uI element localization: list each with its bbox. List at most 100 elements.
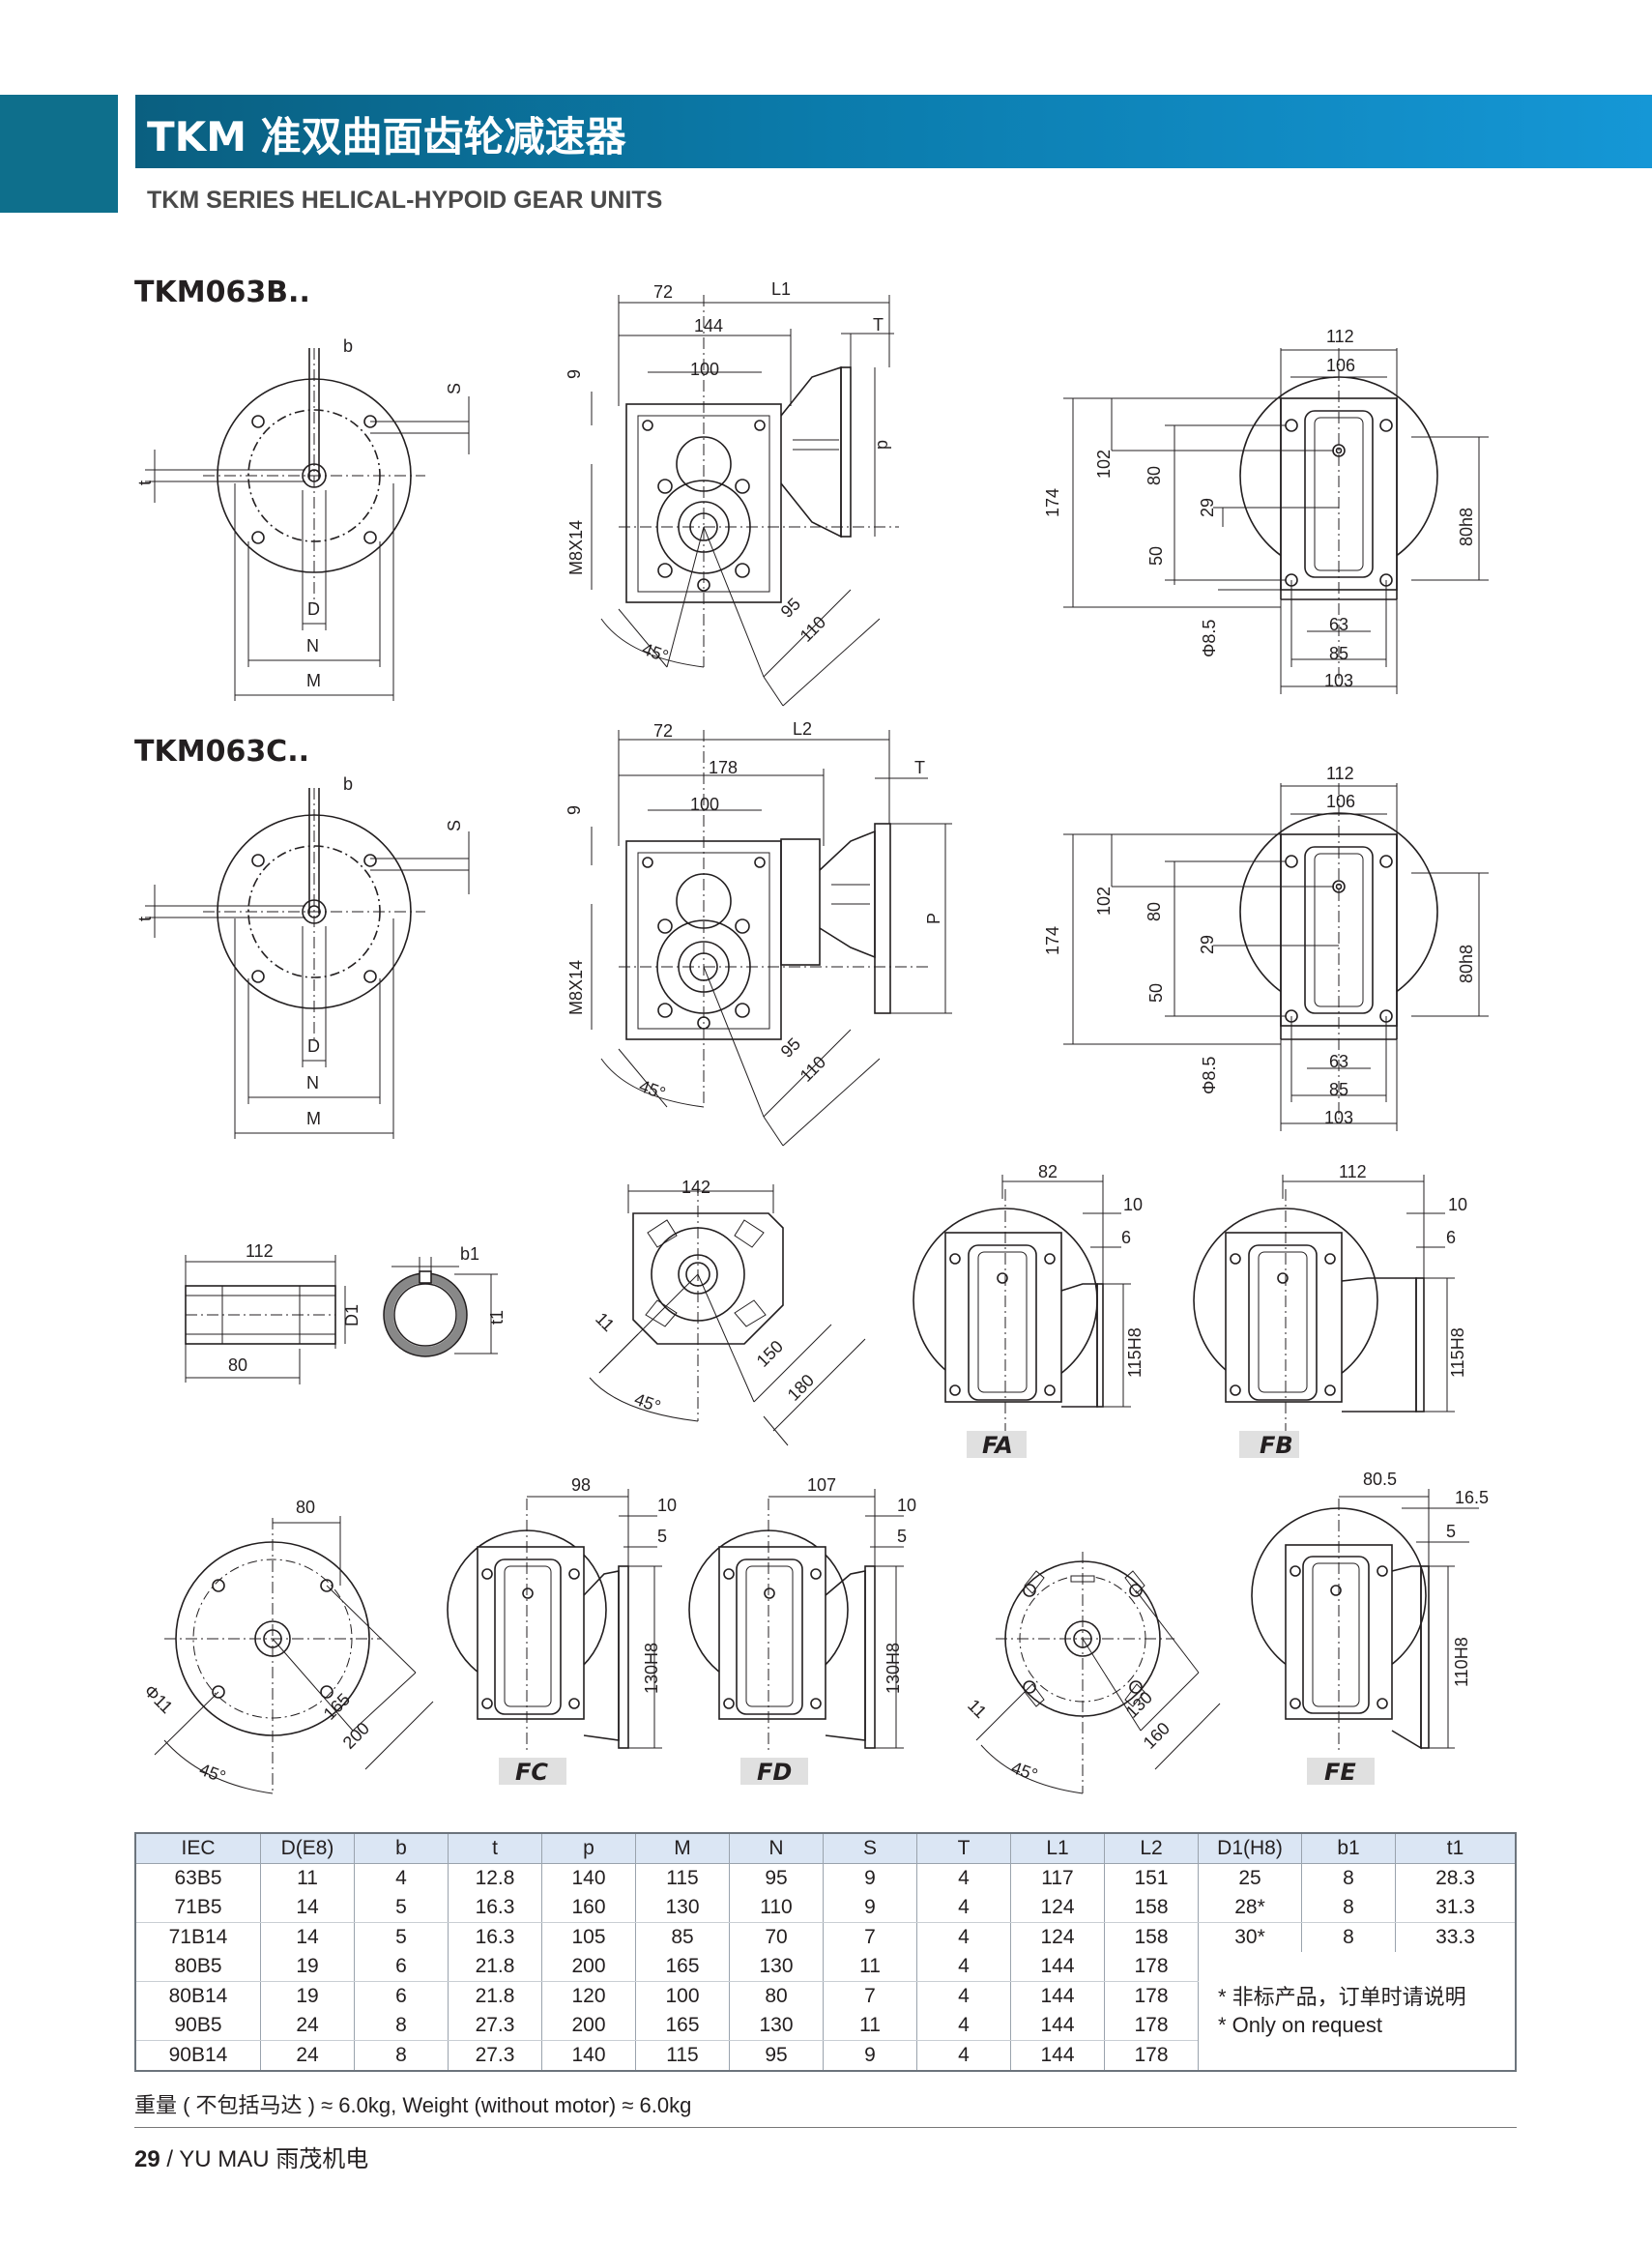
tag-fc-bg (499, 1758, 566, 1785)
output-flange-large (154, 1516, 434, 1794)
dim-9-b: 9 (565, 369, 584, 379)
cell: 200 (541, 2011, 636, 2041)
cell: 4 (916, 2040, 1011, 2071)
col-iec: IEC (134, 1832, 261, 1864)
dim-5-fd: 5 (897, 1527, 907, 1546)
dim-l2: L2 (793, 719, 812, 739)
tag-fd-bg (740, 1758, 808, 1785)
tag-fe-bg (1307, 1758, 1375, 1785)
cell: 140 (541, 2040, 636, 2071)
dim-80-flange: 80 (296, 1498, 315, 1517)
cell: 144 (1010, 1952, 1105, 1982)
col-t: t (448, 1832, 542, 1864)
dim-10-fa: 10 (1123, 1195, 1143, 1214)
cell: 19 (260, 1952, 355, 1982)
cell: 144 (1010, 2011, 1105, 2041)
cell: 24 (260, 2040, 355, 2071)
dim-142: 142 (681, 1178, 710, 1197)
cell: 4 (916, 1922, 1011, 1952)
cell: 130 (635, 1893, 730, 1923)
dim-D1: D1 (342, 1304, 362, 1326)
dim-45-b: 45° (640, 639, 671, 666)
cell: 31.3 (1395, 1893, 1517, 1923)
cell: 28.3 (1395, 1863, 1517, 1893)
cell: 124 (1010, 1893, 1105, 1923)
cell: 30* (1198, 1922, 1302, 1952)
cell: 140 (541, 1863, 636, 1893)
dim-6-fa: 6 (1121, 1228, 1131, 1247)
cell: 71B14 (134, 1922, 261, 1952)
dim-s-c: S (445, 820, 464, 831)
page-title: TKM 准双曲面齿轮减速器 (147, 113, 626, 160)
dim-t-b: T (873, 315, 884, 335)
torque-arm-view (589, 1184, 866, 1446)
tag-fa-bg (967, 1431, 1027, 1458)
table-note: * 非标产品，订单时请说明 * Only on request (1198, 1952, 1517, 2072)
dim-d-c: D (307, 1036, 320, 1056)
col-de8: D(E8) (260, 1832, 355, 1864)
cell: 4 (354, 1863, 449, 1893)
col-d1: D1(H8) (1198, 1832, 1302, 1864)
cell: 9 (823, 2040, 917, 2071)
cell: 90B14 (134, 2040, 261, 2071)
footer-brand: YU MAU 雨茂机电 (179, 2146, 369, 2172)
dim-d: D (307, 599, 320, 619)
gearbox-end-b (1063, 348, 1489, 694)
cell: 158 (1104, 1893, 1199, 1923)
gearbox-side-b (591, 295, 899, 707)
col-l2: L2 (1104, 1832, 1199, 1864)
cell: 100 (635, 1981, 730, 2011)
cell: 5 (354, 1922, 449, 1952)
cell: 33.3 (1395, 1922, 1517, 1952)
col-tt: T (916, 1832, 1011, 1864)
dim-phi85-b: Φ8.5 (1200, 620, 1219, 657)
footer: 29 / YU MAU 雨茂机电 (134, 2140, 368, 2173)
cell: 80B5 (134, 1952, 261, 1982)
dim-t: t (135, 481, 155, 485)
dim-t-c2: T (914, 758, 925, 777)
tag-fe: FE (1324, 1759, 1356, 1786)
cell: 144 (1010, 2040, 1105, 2071)
dim-178: 178 (709, 758, 738, 777)
dim-10-fc: 10 (657, 1496, 677, 1515)
dim-5-fc: 5 (657, 1527, 667, 1546)
dim-174-c: 174 (1043, 926, 1062, 955)
cell: 21.8 (448, 1981, 542, 2011)
weight-note: 重量 ( 不包括马达 ) ≈ 6.0kg, Weight (without mo… (134, 2093, 692, 2117)
dim-110-c: 110 (797, 1052, 829, 1085)
flange-fa-view (913, 1175, 1131, 1431)
dim-t1: t1 (487, 1310, 507, 1325)
cell: 80 (729, 1981, 824, 2011)
dim-72-c: 72 (653, 721, 673, 741)
dim-50-c: 50 (1146, 983, 1166, 1003)
cell: 117 (1010, 1863, 1105, 1893)
footer-divider (134, 2127, 1517, 2128)
gearbox-end-c (1063, 783, 1489, 1131)
cell: 8 (354, 2011, 449, 2041)
cell: 4 (916, 1952, 1011, 1982)
dim-45-flange: 45° (197, 1760, 228, 1787)
cell: 11 (823, 1952, 917, 1982)
dim-9-c: 9 (565, 805, 584, 815)
model-label-c: TKM063C.. (134, 735, 309, 769)
cell: 24 (260, 2011, 355, 2041)
cell: 28* (1198, 1893, 1302, 1923)
dim-106-c: 106 (1326, 792, 1355, 811)
cell: 27.3 (448, 2011, 542, 2041)
model-label-b: TKM063B.. (134, 276, 310, 309)
dim-80-b: 80 (1145, 466, 1164, 485)
dim-t-c: t (135, 917, 155, 921)
col-s: S (823, 1832, 917, 1864)
dim-200: 200 (339, 1718, 373, 1752)
flange-fd-view (688, 1489, 904, 1750)
footer-separator: / (166, 2146, 174, 2172)
dim-82: 82 (1038, 1162, 1058, 1181)
dim-102-c: 102 (1094, 887, 1114, 916)
col-p: p (541, 1832, 636, 1864)
dim-10-fb: 10 (1448, 1195, 1467, 1214)
dim-p-c: P (924, 913, 943, 924)
cell: 160 (541, 1893, 636, 1923)
dim-10-fd: 10 (897, 1496, 916, 1515)
